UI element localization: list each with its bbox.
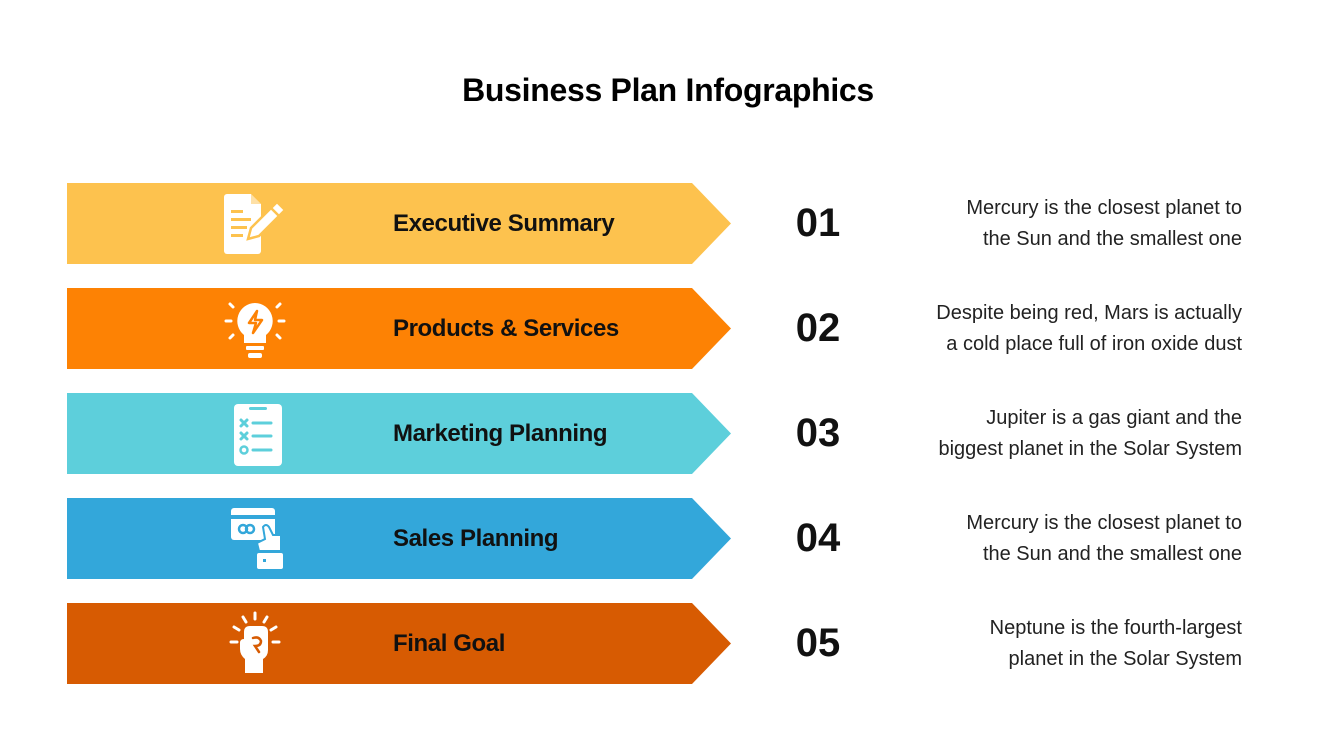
step-number: 01 bbox=[795, 201, 841, 245]
step-description: Neptune is the fourth-largest planet in … bbox=[989, 617, 1242, 670]
step-description: Mercury is the closest planet to the Sun… bbox=[966, 512, 1242, 565]
step-number: 05 bbox=[795, 621, 841, 665]
step-banner-5: Final Goal bbox=[67, 603, 731, 684]
step-row-3: Marketing Planning 03 Jupiter is a gas g… bbox=[0, 393, 1336, 474]
page-title: Business Plan Infographics bbox=[462, 72, 874, 108]
card-payment-icon bbox=[219, 505, 291, 572]
step-row-1: Executive Summary 01 Mercury is the clos… bbox=[0, 183, 1336, 264]
step-row-2: Products & Services 02 Despite being red… bbox=[0, 288, 1336, 369]
step-description: Jupiter is a gas giant and the biggest p… bbox=[938, 407, 1242, 460]
checklist-clipboard-icon bbox=[219, 400, 291, 467]
step-banner-3: Marketing Planning bbox=[67, 393, 731, 474]
raised-fist-icon bbox=[219, 610, 291, 677]
step-number: 03 bbox=[795, 411, 841, 455]
step-label: Sales Planning bbox=[393, 525, 559, 552]
lightbulb-icon bbox=[219, 295, 291, 362]
step-number: 02 bbox=[795, 306, 841, 350]
step-label: Final Goal bbox=[393, 630, 506, 657]
step-row-5: Final Goal 05 Neptune is the fourth-larg… bbox=[0, 603, 1336, 684]
step-label: Marketing Planning bbox=[393, 420, 608, 447]
step-banner-2: Products & Services bbox=[67, 288, 731, 369]
document-edit-icon bbox=[219, 190, 291, 257]
step-label: Products & Services bbox=[393, 315, 619, 342]
step-description: Despite being red, Mars is actually a co… bbox=[936, 302, 1242, 355]
step-banner-4: Sales Planning bbox=[67, 498, 731, 579]
step-banner-1: Executive Summary bbox=[67, 183, 731, 264]
step-description: Mercury is the closest planet to the Sun… bbox=[966, 197, 1242, 250]
step-number: 04 bbox=[795, 516, 841, 560]
step-row-4: Sales Planning 04 Mercury is the closest… bbox=[0, 498, 1336, 579]
step-label: Executive Summary bbox=[393, 210, 615, 237]
